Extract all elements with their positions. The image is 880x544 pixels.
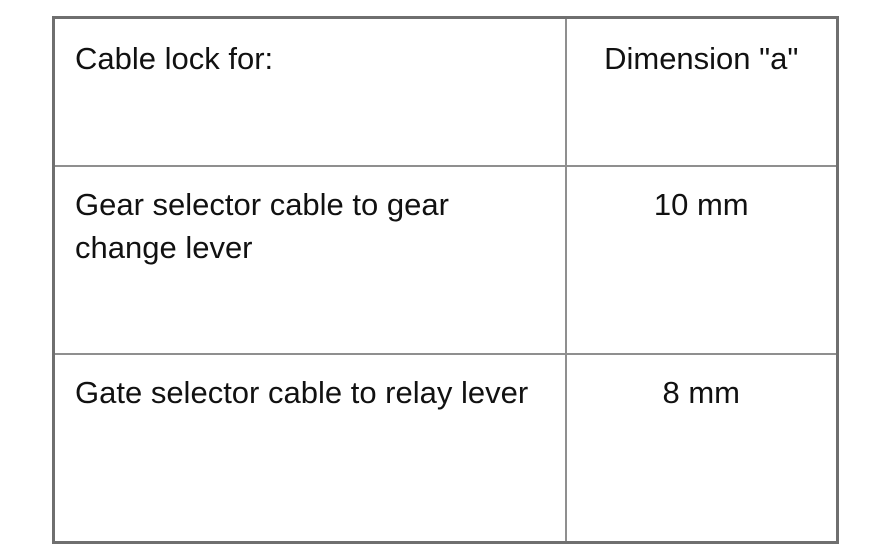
cell-dimension-value: 8 mm	[564, 353, 839, 544]
cell-dimension-value: 10 mm	[564, 165, 839, 355]
header-dimension: Dimension "a"	[564, 16, 839, 167]
cable-lock-table: Cable lock for: Dimension "a" Gear selec…	[52, 16, 839, 544]
table-row: Gear selector cable to gear change lever…	[52, 165, 839, 355]
cell-cable-name: Gear selector cable to gear change lever	[52, 165, 567, 355]
table-header-row: Cable lock for: Dimension "a"	[52, 16, 839, 167]
cell-cable-name: Gate selector cable to relay lever	[52, 353, 567, 544]
header-cable-lock: Cable lock for:	[52, 16, 567, 167]
table-row: Gate selector cable to relay lever 8 mm	[52, 353, 839, 544]
